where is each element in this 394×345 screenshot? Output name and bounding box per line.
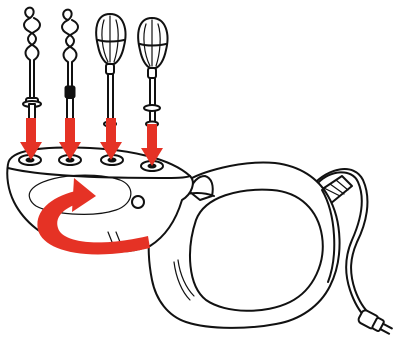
dough-hook-icon xyxy=(23,8,41,134)
beater-icon xyxy=(138,18,167,128)
dough-hook-icon xyxy=(62,10,78,134)
beater-icon xyxy=(96,14,125,128)
eject-button-icon xyxy=(132,196,144,208)
power-plug-icon xyxy=(357,309,394,337)
